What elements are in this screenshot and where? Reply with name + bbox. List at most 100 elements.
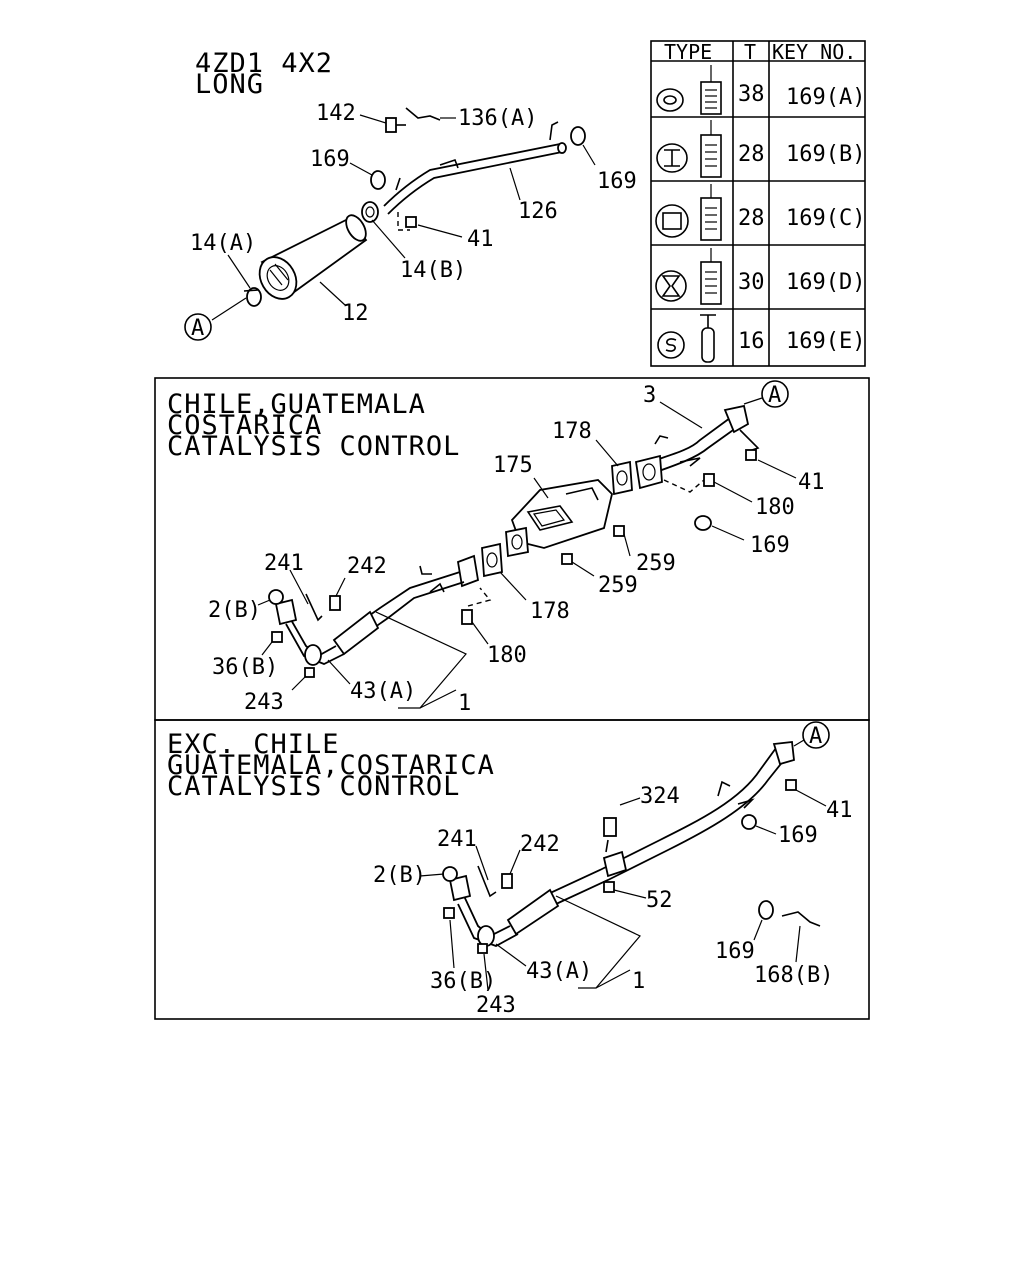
label-242: 242 bbox=[520, 832, 560, 857]
front-flange bbox=[448, 874, 472, 902]
ref-a-circle bbox=[761, 380, 789, 408]
label-243: 243 bbox=[244, 690, 284, 715]
label-43a: 43(A) bbox=[526, 959, 592, 984]
mount-type-c-icon bbox=[655, 184, 722, 241]
label-36b: 36(B) bbox=[212, 655, 278, 680]
label-12: 12 bbox=[342, 301, 369, 326]
nut-41 bbox=[745, 449, 757, 461]
mount-type-table: TYPE T KEY NO. bbox=[650, 40, 866, 367]
section1-title-3: CATALYSIS CONTROL bbox=[167, 431, 460, 462]
bolt-142 bbox=[385, 117, 406, 133]
section1-title-2: COSTARICA bbox=[167, 410, 322, 441]
label-1: 1 bbox=[458, 691, 471, 716]
label-169: 169 bbox=[750, 533, 790, 558]
stud-2b bbox=[268, 589, 284, 605]
label-169-left: 169 bbox=[310, 147, 350, 172]
row-a-t: 38 bbox=[738, 82, 765, 107]
ref-a-label: A bbox=[191, 316, 204, 341]
label-43a: 43(A) bbox=[350, 679, 416, 704]
row-a-key: 169(A) bbox=[786, 85, 865, 110]
section2-title-2: GUATEMALA,COSTARICA bbox=[167, 750, 495, 781]
mount-169-right bbox=[570, 126, 586, 146]
mount-type-e-icon bbox=[657, 314, 716, 363]
bolt-242 bbox=[501, 873, 513, 889]
label-14b: 14(B) bbox=[400, 258, 466, 283]
ref-a-circle bbox=[802, 721, 830, 749]
label-142: 142 bbox=[316, 101, 356, 126]
label-41: 41 bbox=[798, 470, 825, 495]
label-259-upper: 259 bbox=[636, 551, 676, 576]
pipe-3 bbox=[634, 404, 760, 490]
nut-52 bbox=[603, 881, 615, 893]
bracket-241 bbox=[477, 865, 497, 898]
section1-title-1: CHILE,GUATEMALA bbox=[167, 389, 426, 420]
label-41: 41 bbox=[826, 798, 853, 823]
tail-pipe-126 bbox=[383, 121, 567, 215]
mount-type-b-icon bbox=[656, 120, 722, 178]
label-178-lower: 178 bbox=[530, 599, 570, 624]
engine-title: 4ZD1 4X2 bbox=[195, 48, 333, 79]
clamp-136a bbox=[405, 107, 441, 121]
ref-a-label: A bbox=[768, 383, 781, 408]
label-136a: 136(A) bbox=[458, 106, 537, 131]
hanger-168b bbox=[781, 911, 821, 927]
mount-type-a-icon bbox=[656, 65, 722, 115]
muffler-12 bbox=[258, 214, 368, 300]
label-180-lower: 180 bbox=[487, 643, 527, 668]
label-2b: 2(B) bbox=[208, 598, 261, 623]
row-e-t: 16 bbox=[738, 329, 765, 354]
row-d-t: 30 bbox=[738, 270, 765, 295]
nut-259-lower bbox=[561, 553, 573, 565]
label-52: 52 bbox=[646, 888, 673, 913]
nut-41 bbox=[405, 216, 417, 228]
bolt-324 bbox=[603, 817, 617, 837]
variant-title: LONG bbox=[195, 69, 264, 100]
front-pipe-1 bbox=[285, 554, 480, 666]
label-3: 3 bbox=[643, 383, 656, 408]
front-pipe-1 bbox=[457, 741, 795, 947]
label-169-lower: 169 bbox=[715, 939, 755, 964]
row-d-key: 169(D) bbox=[786, 270, 865, 295]
section2-title-3: CATALYSIS CONTROL bbox=[167, 771, 460, 802]
mount-169 bbox=[694, 515, 712, 531]
label-178-upper: 178 bbox=[552, 419, 592, 444]
label-2b: 2(B) bbox=[373, 863, 426, 888]
label-41: 41 bbox=[467, 227, 494, 252]
label-180-upper: 180 bbox=[755, 495, 795, 520]
gasket-14a bbox=[243, 287, 262, 307]
gasket-14b bbox=[361, 201, 379, 223]
bolt-242 bbox=[329, 595, 341, 611]
label-259-lower: 259 bbox=[598, 573, 638, 598]
label-241: 241 bbox=[437, 827, 477, 852]
label-168b: 168(B) bbox=[754, 963, 833, 988]
stud-2b bbox=[442, 866, 458, 882]
bolt-180-lower bbox=[461, 609, 473, 625]
bolt-180-upper bbox=[703, 473, 715, 487]
table-header-type: TYPE bbox=[664, 40, 712, 64]
ref-a-circle bbox=[184, 313, 212, 341]
row-c-t: 28 bbox=[738, 206, 765, 231]
ref-a-label: A bbox=[809, 724, 822, 749]
nut-36b bbox=[271, 631, 283, 643]
gasket-178-upper bbox=[611, 460, 633, 496]
label-242: 242 bbox=[347, 554, 387, 579]
label-324: 324 bbox=[640, 784, 680, 809]
label-243: 243 bbox=[476, 993, 516, 1018]
row-b-key: 169(B) bbox=[786, 142, 865, 167]
bracket-241 bbox=[305, 593, 323, 622]
label-175: 175 bbox=[493, 453, 533, 478]
row-c-key: 169(C) bbox=[786, 206, 865, 231]
row-e-key: 169(E) bbox=[786, 329, 865, 354]
front-flange bbox=[274, 598, 298, 626]
mount-169-left bbox=[370, 170, 386, 190]
table-header-key: KEY NO. bbox=[772, 40, 856, 64]
section2-title-1: EXC. CHILE bbox=[167, 729, 340, 760]
catalytic-converter-175 bbox=[505, 479, 613, 558]
label-126: 126 bbox=[518, 199, 558, 224]
mount-169-upper bbox=[741, 814, 757, 830]
gasket-178-lower bbox=[481, 542, 503, 578]
nut-243 bbox=[304, 667, 315, 678]
top-section: 4ZD1 4X2 LONG bbox=[184, 48, 637, 341]
label-169-right: 169 bbox=[597, 169, 637, 194]
